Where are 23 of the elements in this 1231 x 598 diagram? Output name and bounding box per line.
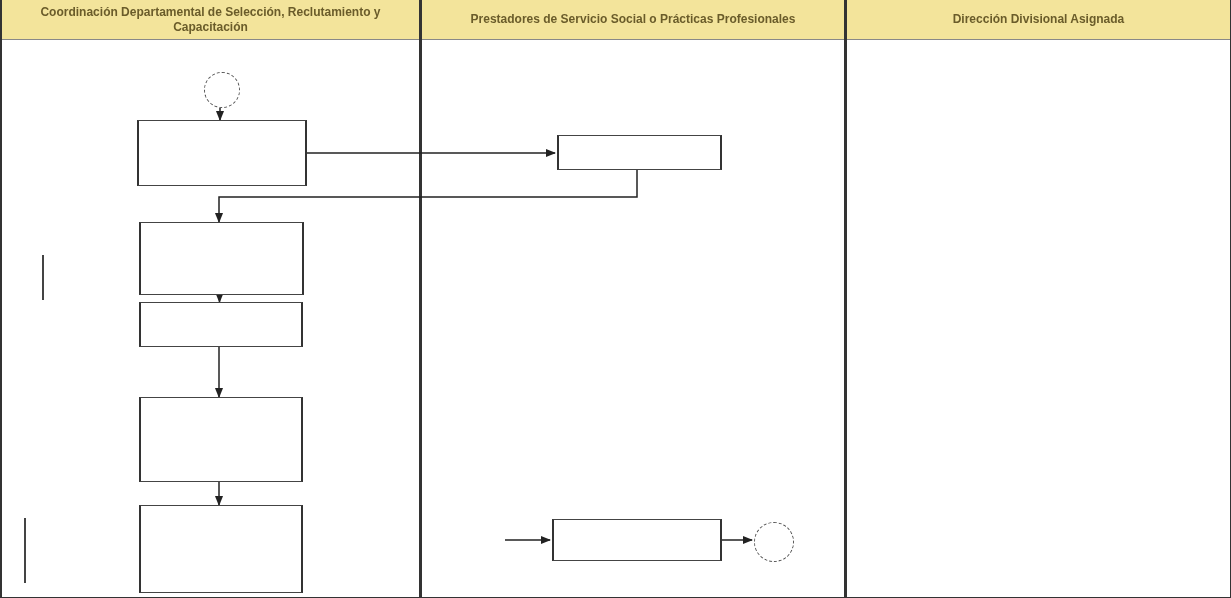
arrow xyxy=(719,535,754,545)
arrow xyxy=(215,292,224,304)
lane-title: Prestadores de Servicio Social o Prácticas Profesionales xyxy=(470,12,796,27)
process-box xyxy=(137,120,307,186)
lane-title: Coordinación Departamental de Selección, Reclutamiento y Capacitación xyxy=(39,5,382,34)
arrow xyxy=(214,481,224,507)
arrow xyxy=(214,169,638,224)
connector-circle xyxy=(204,72,240,108)
process-box xyxy=(139,397,303,482)
lane-title: Dirección Divisional Asignada xyxy=(952,12,1125,27)
swimlane xyxy=(0,0,420,598)
arrow xyxy=(504,535,552,545)
process-box xyxy=(139,302,303,347)
swimlane xyxy=(845,0,1231,598)
arrow xyxy=(215,107,225,122)
process-box xyxy=(139,505,303,593)
process-box xyxy=(557,135,722,170)
arrow xyxy=(214,346,224,399)
connector-circle xyxy=(754,522,794,562)
arrow xyxy=(304,148,557,158)
process-box xyxy=(139,222,304,295)
process-box xyxy=(552,519,722,561)
swimlane xyxy=(420,0,845,598)
